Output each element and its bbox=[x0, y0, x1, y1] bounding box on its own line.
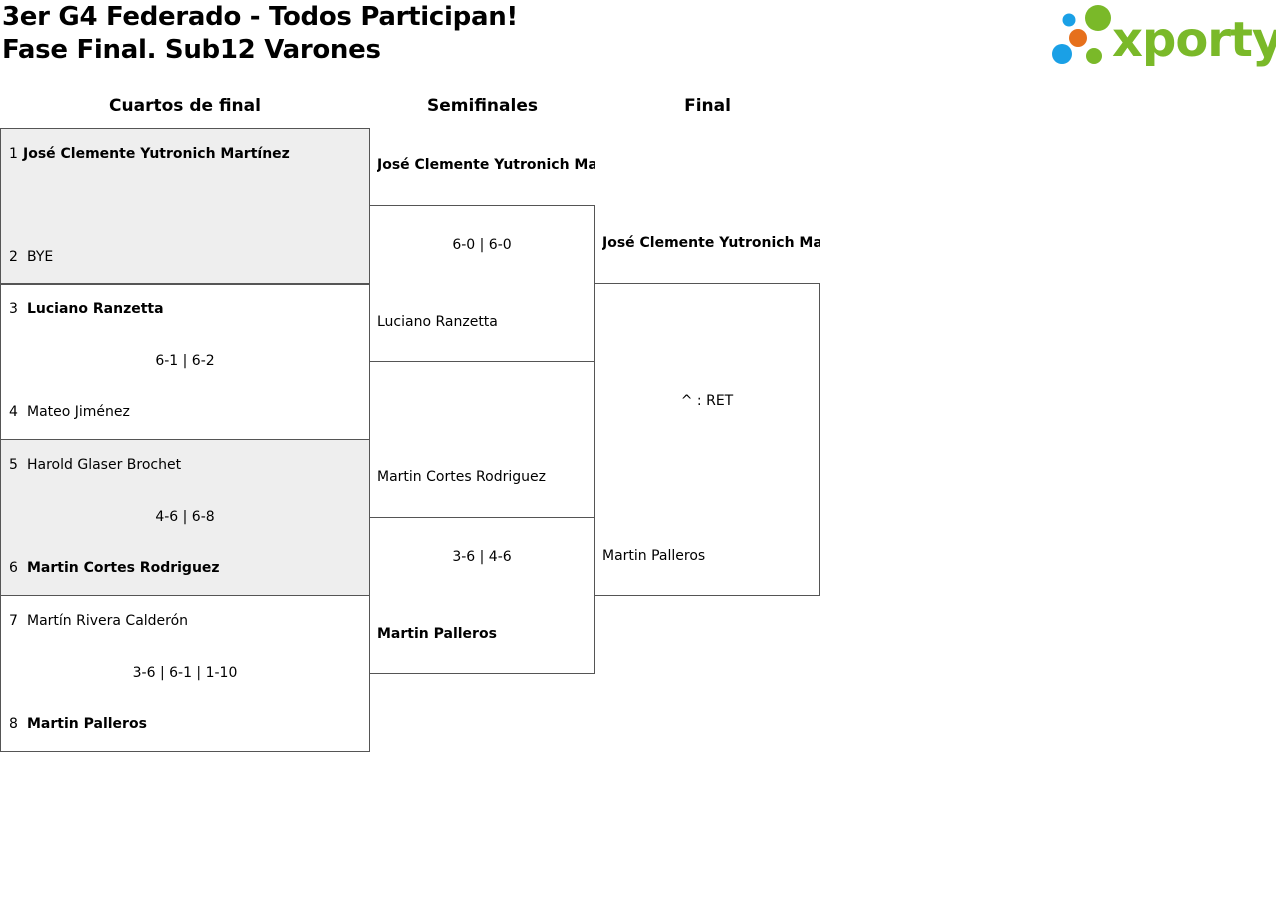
match-score: 6-1 | 6-2 bbox=[155, 353, 215, 369]
quarterfinal-match-3: 5 Harold Glaser Brochet 4-6 | 6-8 6 Martin… bbox=[0, 439, 370, 596]
semifinal-1-player-2[interactable]: Luciano Ranzetta bbox=[377, 314, 498, 330]
match-score: 4-6 | 6-8 bbox=[155, 509, 215, 525]
match-score: 3-6 | 6-1 | 1-10 bbox=[132, 665, 238, 681]
column-header-semifinals: Semifinales bbox=[427, 96, 538, 116]
final-player-1[interactable]: José Clemente Yutronich Martí bbox=[602, 235, 820, 251]
quarterfinal-match-1: 1 José Clemente Yutronich Martínez 2 BYE bbox=[0, 128, 370, 285]
match-score: 3-6 | 4-6 bbox=[452, 549, 512, 565]
player-name: Luciano Ranzetta bbox=[27, 301, 164, 317]
seed-number: 8 bbox=[9, 716, 18, 732]
semifinal-2-player-1[interactable]: Martin Cortes Rodriguez bbox=[377, 469, 546, 485]
seed-number: 6 bbox=[9, 560, 18, 576]
player-slot[interactable]: 5 Harold Glaser Brochet bbox=[9, 457, 181, 473]
quarterfinal-match-4: 7 Martín Rivera Calderón 3-6 | 6-1 | 1-10… bbox=[0, 595, 370, 752]
final-player-2[interactable]: Martin Palleros bbox=[602, 548, 706, 564]
player-slot[interactable]: 1 José Clemente Yutronich Martínez bbox=[9, 146, 290, 162]
draw-subtitle: Fase Final. Sub12 Varones bbox=[2, 35, 381, 65]
player-name: Martin Palleros bbox=[27, 716, 147, 732]
seed-number: 3 bbox=[9, 301, 18, 317]
player-slot[interactable]: 7 Martín Rivera Calderón bbox=[9, 613, 188, 629]
seed-number: 7 bbox=[9, 613, 18, 629]
player-slot[interactable]: 8 Martin Palleros bbox=[9, 716, 147, 732]
player-slot[interactable]: 2 BYE bbox=[9, 249, 53, 265]
xporty-logo: xporty bbox=[1050, 4, 1280, 68]
semifinal-2-player-2[interactable]: Martin Palleros bbox=[377, 626, 497, 642]
player-slot[interactable]: 3 Luciano Ranzetta bbox=[9, 301, 164, 317]
column-header-final: Final bbox=[684, 96, 731, 116]
player-slot[interactable]: 6 Martin Cortes Rodriguez bbox=[9, 560, 220, 576]
player-name: Mateo Jiménez bbox=[27, 404, 130, 420]
semifinal-match-1: 6-0 | 6-0 Luciano Ranzetta bbox=[369, 205, 595, 362]
match-score: ^ : RET bbox=[680, 393, 734, 409]
seed-number: 4 bbox=[9, 404, 18, 420]
player-slot[interactable]: 4 Mateo Jiménez bbox=[9, 404, 130, 420]
svg-text:xporty: xporty bbox=[1112, 12, 1276, 68]
quarterfinal-match-2: 3 Luciano Ranzetta 6-1 | 6-2 4 Mateo Jimén… bbox=[0, 283, 370, 440]
semifinal-1-player-1[interactable]: José Clemente Yutronich Martí bbox=[377, 157, 595, 173]
player-name: José Clemente Yutronich Martínez bbox=[23, 146, 290, 162]
player-name: BYE bbox=[27, 249, 54, 265]
player-name: Harold Glaser Brochet bbox=[27, 457, 182, 473]
player-name: Martin Cortes Rodriguez bbox=[27, 560, 220, 576]
column-header-quarterfinals: Cuartos de final bbox=[109, 96, 261, 116]
seed-number: 1 bbox=[9, 146, 18, 162]
semifinal-match-2: 3-6 | 4-6 Martin Palleros bbox=[369, 517, 595, 674]
seed-number: 5 bbox=[9, 457, 18, 473]
final-match: ^ : RET Martin Palleros bbox=[594, 283, 820, 596]
player-name: Martín Rivera Calderón bbox=[27, 613, 189, 629]
match-score: 6-0 | 6-0 bbox=[452, 237, 512, 253]
seed-number: 2 bbox=[9, 249, 18, 265]
tournament-title: 3er G4 Federado - Todos Participan! bbox=[2, 2, 518, 32]
